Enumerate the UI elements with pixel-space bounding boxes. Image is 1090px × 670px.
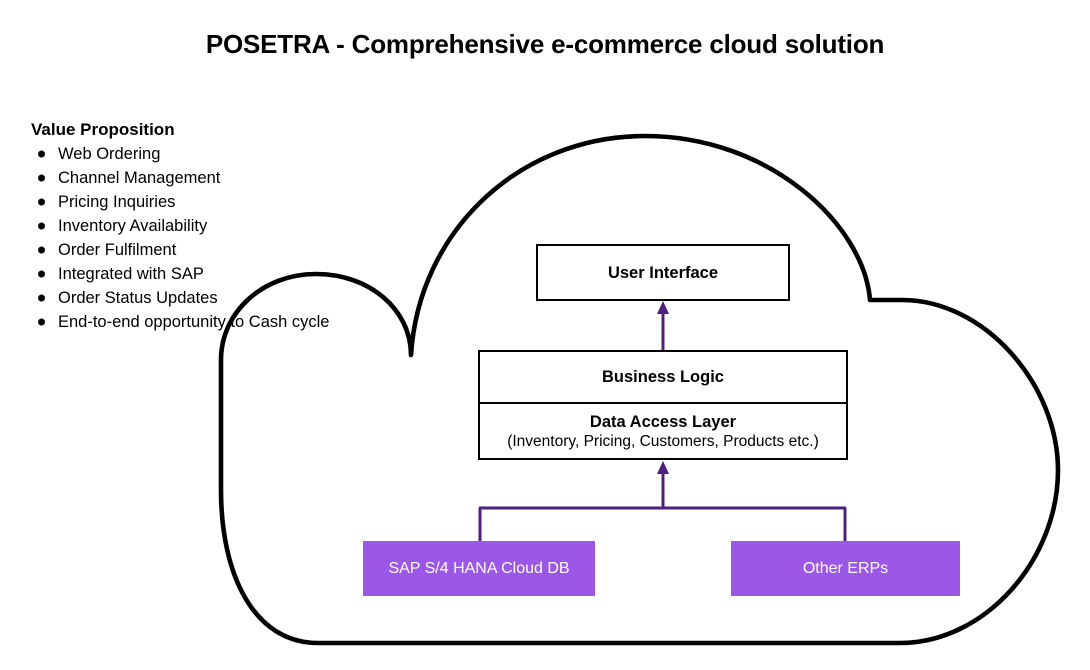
page-title: POSETRA - Comprehensive e-commerce cloud… <box>205 29 885 59</box>
list-item: Integrated with SAP <box>31 262 431 286</box>
layer-title-user-interface: User Interface <box>607 263 719 282</box>
layer-box-business-logic[interactable]: Business Logic <box>478 350 848 404</box>
layer-box-user-interface[interactable]: User Interface <box>536 244 790 301</box>
list-item-label: Order Fulfilment <box>58 241 177 259</box>
arrowhead-up-data-access <box>657 461 669 474</box>
layer-subtitle-data-access: (Inventory, Pricing, Customers, Products… <box>507 432 819 450</box>
list-item-label: Pricing Inquiries <box>58 193 176 211</box>
list-item-label: Order Status Updates <box>58 289 218 307</box>
list-item-label: End-to-end opportunity to Cash cycle <box>58 313 330 331</box>
source-label-sap-hana: SAP S/4 HANA Cloud DB <box>388 559 570 577</box>
layer-title-data-access: Data Access Layer <box>589 412 737 431</box>
list-item-label: Inventory Availability <box>58 217 208 235</box>
source-box-other-erps[interactable]: Other ERPs <box>731 541 960 596</box>
bullet-icon <box>38 174 45 182</box>
list-item: Order Fulfilment <box>31 238 431 262</box>
arrowhead-up-ui <box>657 301 669 314</box>
layer-box-data-access[interactable]: Data Access Layer (Inventory, Pricing, C… <box>478 402 848 460</box>
value-proposition-panel: Value Proposition Web Ordering Channel M… <box>31 119 431 334</box>
list-item-label: Channel Management <box>58 169 221 187</box>
layer-title-business-logic: Business Logic <box>602 368 724 386</box>
bullet-icon <box>38 294 45 302</box>
bullet-icon <box>38 270 45 278</box>
value-proposition-list: Web Ordering Channel Management Pricing … <box>31 142 431 334</box>
bullet-icon <box>38 150 45 158</box>
list-item-label: Integrated with SAP <box>58 265 204 283</box>
list-item: End-to-end opportunity to Cash cycle <box>31 310 431 334</box>
list-item: Inventory Availability <box>31 214 431 238</box>
list-item: Order Status Updates <box>31 286 431 310</box>
list-item-label: Web Ordering <box>58 145 161 163</box>
list-item: Web Ordering <box>31 142 431 166</box>
bullet-icon <box>38 222 45 230</box>
value-proposition-heading: Value Proposition <box>31 120 175 139</box>
source-label-other-erps: Other ERPs <box>802 559 889 577</box>
bullet-icon <box>38 318 45 326</box>
source-box-sap-hana[interactable]: SAP S/4 HANA Cloud DB <box>363 541 595 596</box>
bullet-icon <box>38 246 45 254</box>
list-item: Channel Management <box>31 166 431 190</box>
list-item: Pricing Inquiries <box>31 190 431 214</box>
bullet-icon <box>38 198 45 206</box>
